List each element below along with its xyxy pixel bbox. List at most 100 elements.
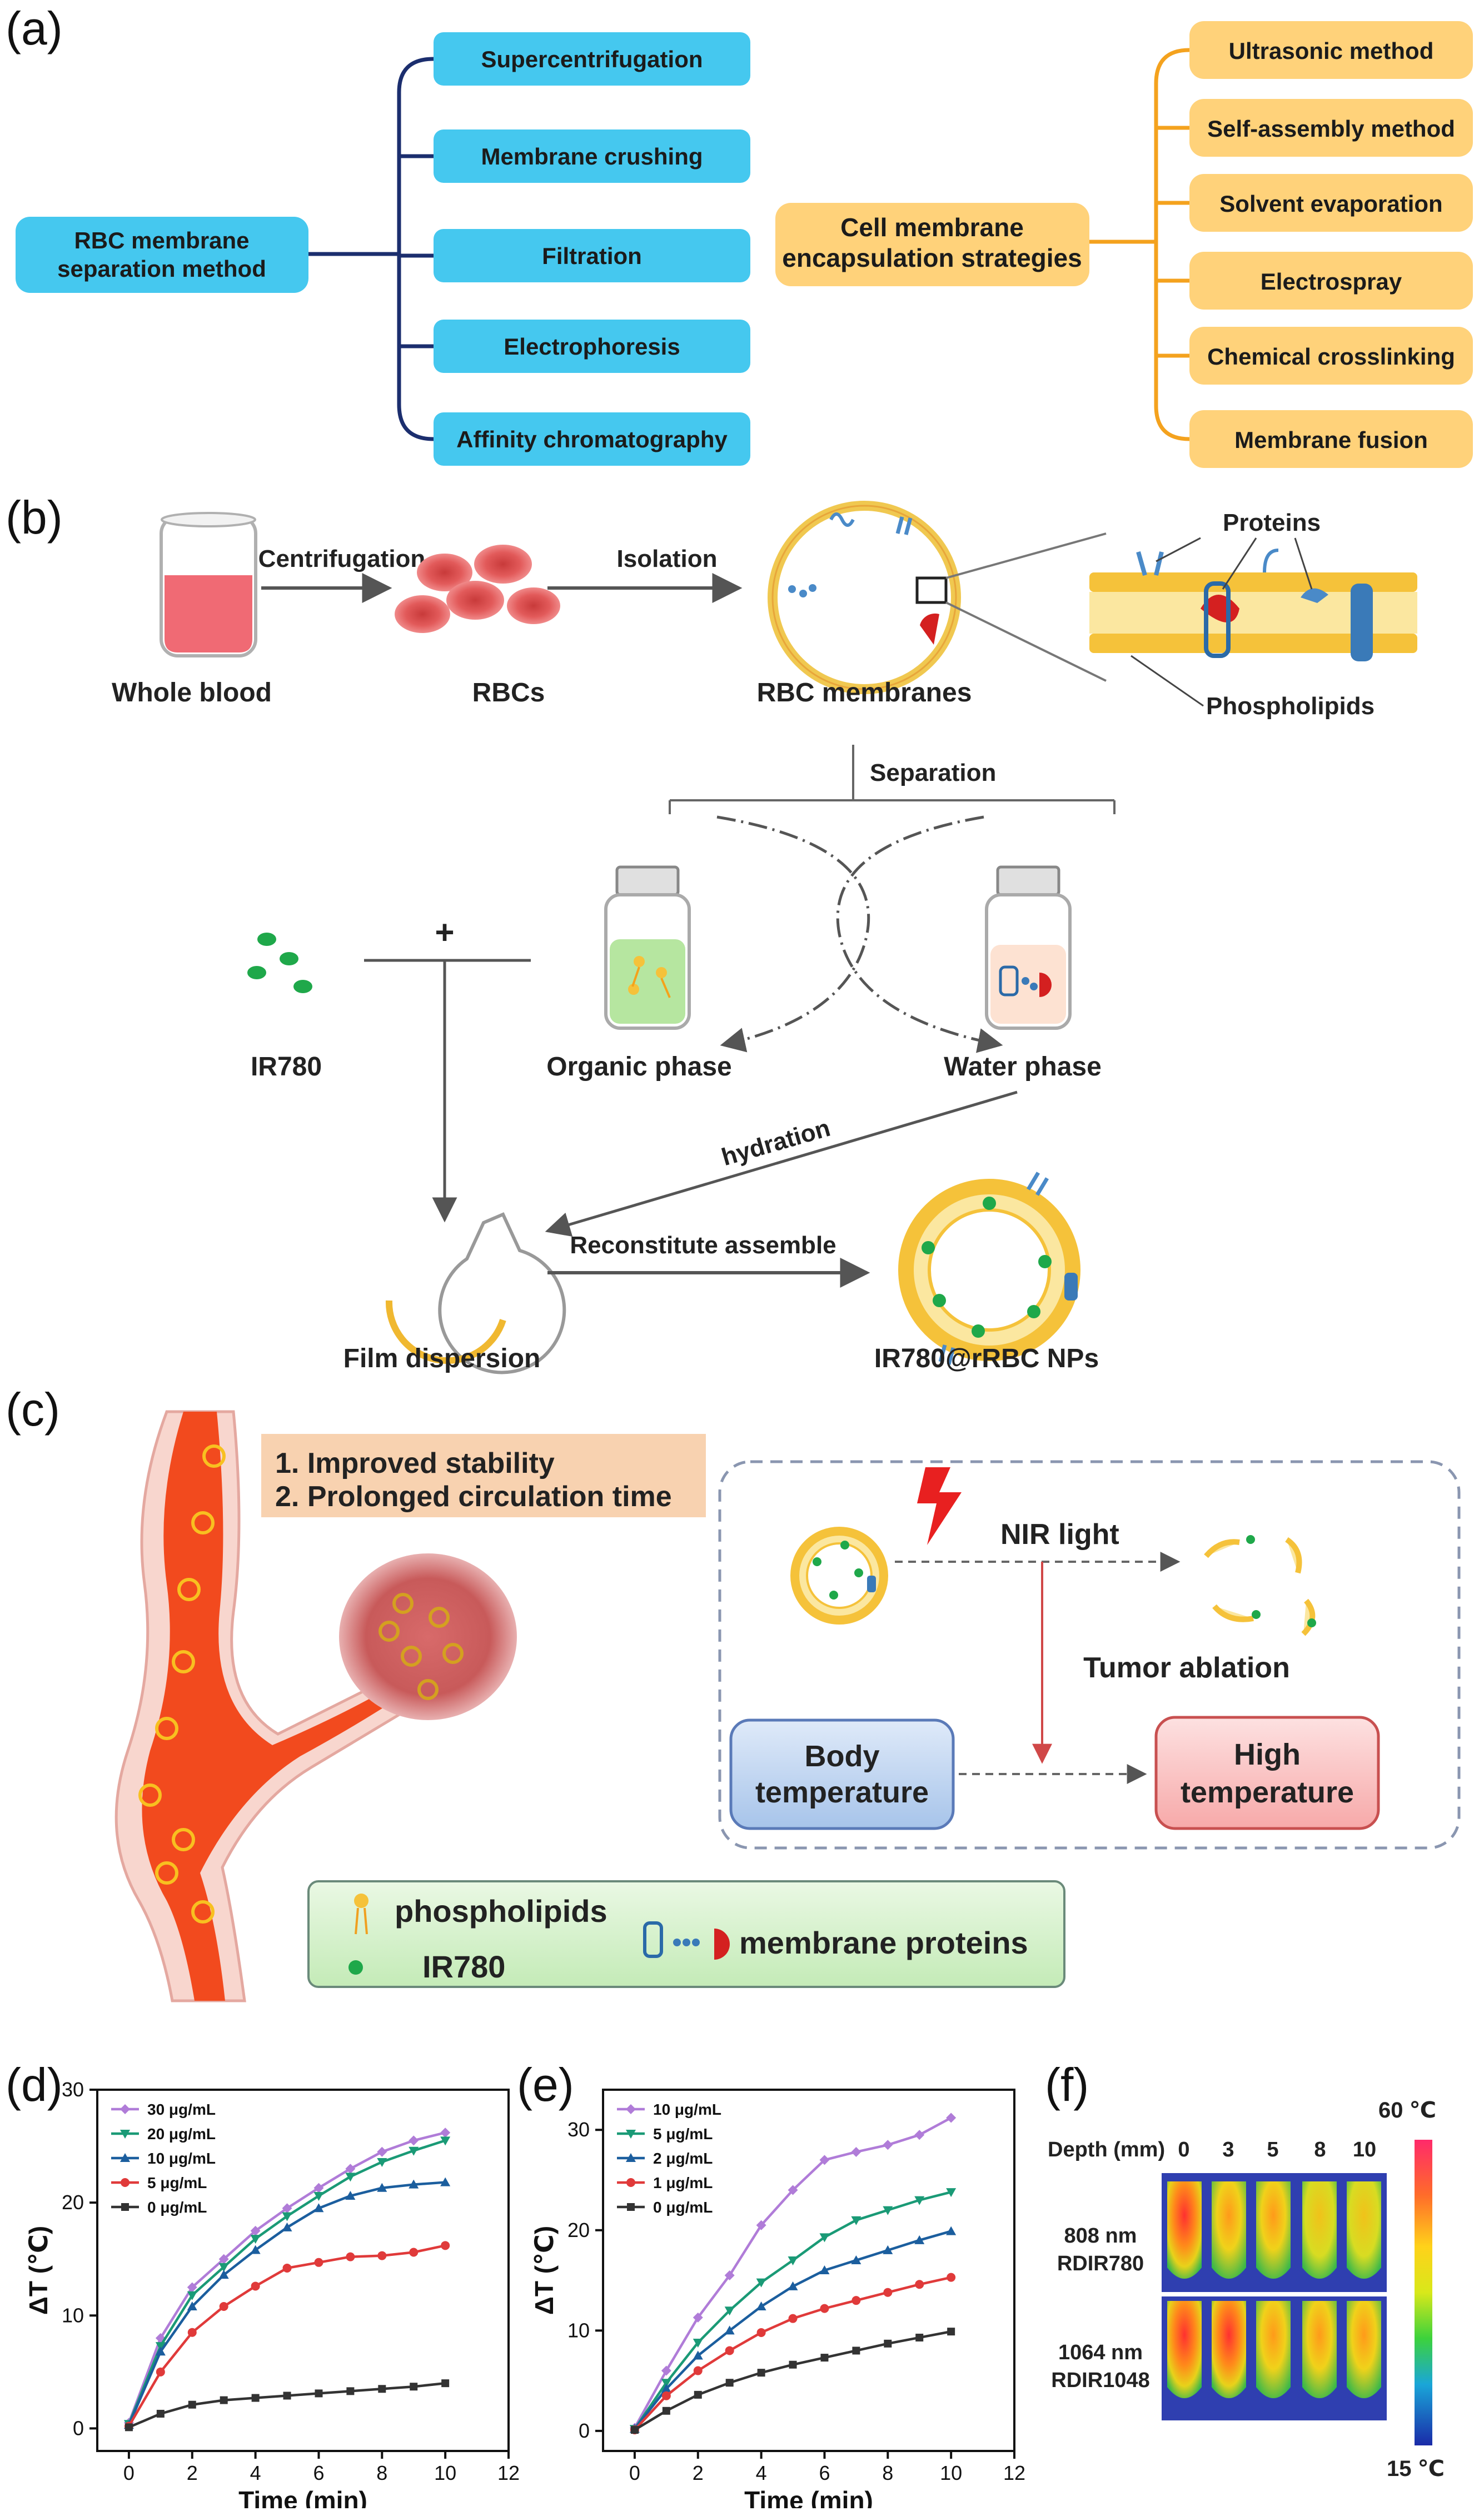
y-tick-label: 10 xyxy=(567,2319,590,2341)
left-tree-lines xyxy=(308,57,434,441)
y-tick-label: 0 xyxy=(73,2417,84,2439)
rbcs-label: RBCs xyxy=(472,678,545,708)
data-point xyxy=(313,2203,324,2213)
zoom-line-bottom xyxy=(945,601,1107,682)
x-tick-label: 12 xyxy=(1003,2462,1025,2484)
right-item-5: Chemical crosslinking xyxy=(1189,327,1473,385)
depth-10: 10 xyxy=(1353,2138,1376,2161)
data-point xyxy=(820,2304,829,2313)
data-point xyxy=(220,2396,228,2404)
organic-phase-label: Organic phase xyxy=(546,1052,731,1082)
right-item-5-label: Chemical crosslinking xyxy=(1207,343,1455,370)
water-phase-label: Water phase xyxy=(944,1052,1102,1082)
data-point xyxy=(188,2400,196,2409)
ruptured-nanoparticle-icon xyxy=(1204,1535,1316,1636)
data-point xyxy=(915,2280,924,2289)
depth-0: 0 xyxy=(1178,2138,1189,2161)
left-item-4-label: Electrophoresis xyxy=(504,333,680,360)
nps-label: IR780@rRBC NPs xyxy=(874,1344,1099,1373)
data-point xyxy=(693,2366,703,2375)
separation-arcs xyxy=(716,815,1003,1053)
data-point xyxy=(883,2206,893,2215)
data-point xyxy=(820,2354,829,2362)
data-point xyxy=(724,2325,735,2335)
legend-entry: 10 μg/mL xyxy=(653,2101,721,2118)
right-item-2-label: Self-assembly method xyxy=(1207,116,1455,142)
x-tick-label: 6 xyxy=(313,2462,324,2484)
y-tick-label: 30 xyxy=(567,2118,590,2141)
left-item-4: Electrophoresis xyxy=(434,320,750,373)
data-point xyxy=(756,2328,766,2337)
right-item-6: Membrane fusion xyxy=(1189,410,1473,468)
thermal-image-grid xyxy=(1162,2173,1387,2420)
body-temp-line1: Body xyxy=(805,1740,880,1773)
mechanism-dashed-box xyxy=(718,1460,1461,1850)
y-tick-label: 0 xyxy=(579,2419,590,2442)
data-point xyxy=(851,2296,861,2305)
data-point xyxy=(661,2379,671,2388)
high-temp-line1: High xyxy=(1234,1738,1301,1771)
legend-entry: 1 μg/mL xyxy=(653,2174,713,2191)
phospholipids-label: Phospholipids xyxy=(1206,692,1375,720)
data-point xyxy=(947,2273,956,2282)
ir780-label: IR780 xyxy=(251,1052,322,1082)
body-temp-line2: temperature xyxy=(755,1776,929,1809)
data-point xyxy=(282,2203,292,2214)
data-point xyxy=(125,2423,133,2432)
data-point xyxy=(852,2346,860,2355)
legend-entry: 0 μg/mL xyxy=(147,2199,207,2216)
data-point xyxy=(914,2130,925,2140)
data-point xyxy=(409,2135,419,2146)
data-point xyxy=(440,2177,451,2186)
rbc-membrane-icon xyxy=(768,501,961,694)
depth-5: 5 xyxy=(1267,2138,1278,2161)
data-point xyxy=(788,2256,798,2265)
water-phase-vial-icon xyxy=(985,865,1072,1030)
data-point xyxy=(724,2306,735,2316)
membrane-protein-legend-icon xyxy=(643,1921,730,1960)
x-tick-label: 2 xyxy=(187,2462,198,2484)
legend-marker xyxy=(121,2203,129,2211)
data-point xyxy=(756,2220,766,2230)
data-point xyxy=(250,2235,261,2244)
data-point xyxy=(789,2360,797,2369)
heat-colorbar xyxy=(1415,2140,1432,2445)
phospholipid-legend-icon xyxy=(354,1894,368,1935)
film-dispersion-label: Film dispersion xyxy=(343,1344,541,1373)
panel-label-d: (d) xyxy=(6,2059,63,2111)
legend-marker xyxy=(626,2153,636,2162)
data-point xyxy=(251,2281,260,2291)
data-point xyxy=(409,2179,419,2189)
scale-max-label: 60 ℃ xyxy=(1378,2098,1436,2123)
depth-axis-label: Depth (mm) xyxy=(1048,2138,1165,2161)
data-point xyxy=(218,2263,229,2272)
intact-nanoparticle-icon xyxy=(790,1527,888,1625)
data-point xyxy=(250,2245,261,2254)
right-root-line1: Cell membrane xyxy=(840,213,1024,242)
right-item-2: Self-assembly method xyxy=(1189,99,1473,157)
data-point xyxy=(851,2146,861,2157)
x-tick-label: 10 xyxy=(434,2462,456,2484)
panel-label-f: (f) xyxy=(1045,2059,1089,2111)
data-point xyxy=(313,2191,324,2201)
depth-8: 8 xyxy=(1314,2138,1326,2161)
data-point xyxy=(630,2426,639,2434)
data-point xyxy=(914,2196,925,2205)
series-line xyxy=(634,2190,952,2430)
panel-labels: (a) (b) (c) (d) (e) (f) xyxy=(6,2,1089,2111)
benefits-box: 1. Improved stability 2. Prolonged circu… xyxy=(261,1434,706,1517)
data-point xyxy=(756,2278,766,2288)
left-item-5: Affinity chromatography xyxy=(434,412,750,466)
data-point xyxy=(377,2183,387,2192)
legend-marker xyxy=(626,2104,636,2114)
data-point xyxy=(440,2128,451,2138)
data-point xyxy=(883,2245,893,2254)
plot-frame xyxy=(96,2089,510,2452)
data-point xyxy=(914,2235,925,2244)
row2-line2: RDIR1048 xyxy=(1051,2369,1149,2392)
y-axis-title: ΔT (℃) xyxy=(530,2226,559,2315)
right-item-6-label: Membrane fusion xyxy=(1234,427,1428,453)
data-point xyxy=(819,2265,830,2274)
x-tick-label: 12 xyxy=(497,2462,520,2484)
